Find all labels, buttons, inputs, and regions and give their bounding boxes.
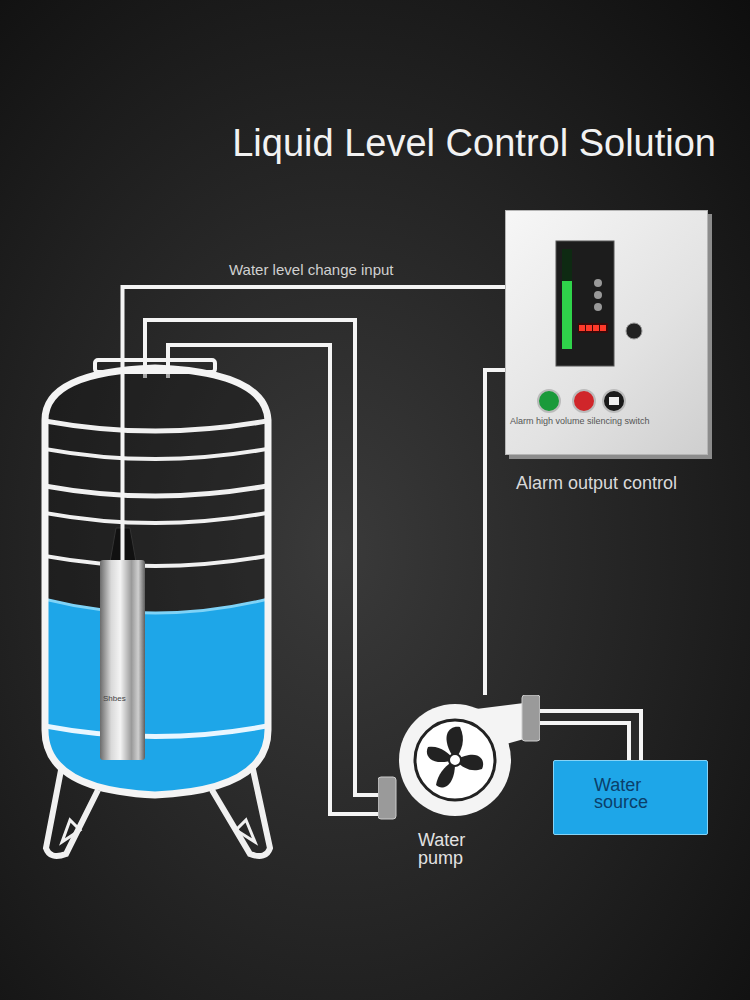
edge-label: Water level change input — [229, 261, 394, 278]
pipe — [540, 717, 635, 760]
source-label: Water source — [594, 777, 666, 811]
signal-wire — [123, 287, 506, 560]
connector — [123, 287, 506, 560]
connector — [485, 370, 505, 695]
control-box: Alarm high volume silencing switchAlarm … — [505, 210, 708, 455]
connector — [540, 717, 635, 760]
water-source-box: Water source — [553, 760, 708, 835]
water-pump: Water pump — [378, 695, 540, 825]
pump-label: Water pump — [418, 831, 496, 867]
sensor-brand: Shbes — [103, 694, 126, 703]
switch-caption: Alarm high volume silencing switch — [510, 416, 650, 426]
pump-symbol — [378, 695, 540, 825]
level-sensor: Shbes — [100, 560, 145, 760]
box-heading: Alarm output control — [516, 473, 677, 494]
pipe-inner — [540, 717, 635, 760]
signal-wire — [485, 370, 505, 695]
title: Liquid Level Control Solution — [232, 122, 716, 165]
